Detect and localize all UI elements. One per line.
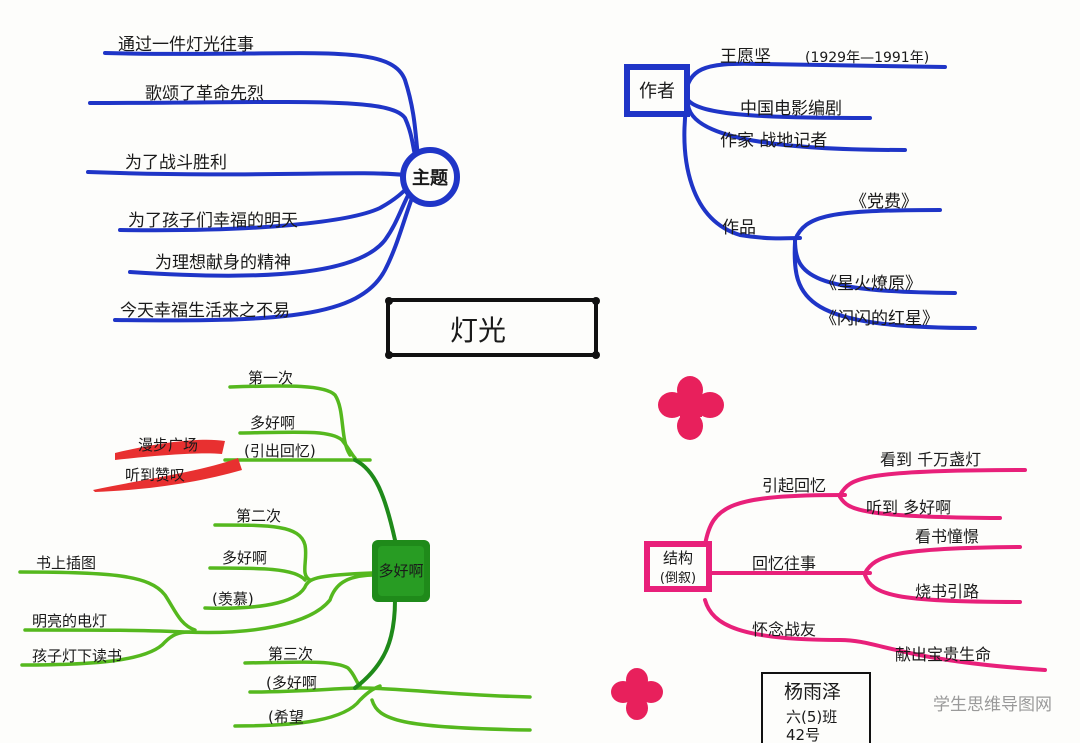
author-line-role-2	[686, 103, 907, 152]
author-line-works	[682, 106, 802, 241]
second-scene: 书上插图	[36, 554, 96, 572]
structure-node-sublabel: (倒叙)	[660, 571, 696, 586]
highlight-stroke-1	[115, 439, 225, 460]
second-item: 多好啊	[222, 549, 267, 567]
author-node-label: 作者	[639, 81, 675, 102]
theme-item: 为理想献身的精神	[155, 253, 291, 273]
theme-branch: 主题 通过一件灯光往事 歌颂了革命先烈 为了战斗胜利 为了孩子们幸福的明天 为理…	[86, 35, 460, 323]
center-title-text: 灯光	[450, 314, 506, 347]
center-title-box	[386, 298, 598, 357]
theme-node-circle	[400, 147, 460, 207]
author-role: 中国电影编剧	[740, 99, 842, 119]
author-branch: 作者 王愿坚 (1929年—1991年) 中国电影编剧 作家 战地记者 作品 《…	[624, 47, 977, 330]
duohaoa-node-label: 多好啊	[378, 562, 423, 580]
corner-dot	[385, 297, 393, 305]
structure-item: 烧书引路	[915, 582, 979, 601]
second-scene: 孩子灯下读书	[32, 647, 122, 665]
third-line-item-2	[233, 684, 382, 728]
first-item: 多好啊	[250, 414, 295, 432]
first-line-item-1	[238, 430, 357, 460]
third-label: 第三次	[268, 645, 313, 663]
trunk-upper	[353, 458, 397, 542]
first-label: 第一次	[248, 369, 293, 387]
first-scene: 听到赞叹	[125, 466, 185, 484]
structure-item: 看书憧憬	[915, 527, 979, 546]
structure-node-label: 结构	[663, 549, 693, 567]
third-line-label	[243, 660, 362, 688]
center-title: 灯光	[385, 297, 600, 359]
third-item: (希望	[268, 708, 304, 726]
structure-item: 献出宝贵生命	[895, 645, 991, 664]
work-title: 《党费》	[850, 192, 918, 212]
theme-line-4	[118, 183, 412, 233]
works-label: 作品	[722, 218, 756, 238]
structure-line-3	[703, 598, 1047, 672]
author-line-role-1	[686, 98, 872, 120]
author-role: 作家 战地记者	[720, 131, 827, 151]
structure-branch-label: 引起回忆	[762, 476, 826, 495]
work-title: 《星火燎原》	[820, 274, 922, 294]
scene-line-3	[20, 630, 192, 667]
author-years: (1929年—1991年)	[805, 50, 929, 66]
first-item: (引出回忆)	[244, 442, 316, 460]
structure-line-1	[703, 493, 847, 547]
second-line-label	[213, 523, 312, 582]
second-line-item-2	[203, 571, 374, 611]
third-item: (多好啊	[266, 674, 317, 692]
second-line-item-1	[208, 566, 307, 582]
signature-frame	[761, 672, 871, 743]
corner-dot	[592, 297, 600, 305]
signature-number: 42号	[786, 726, 820, 743]
first-line-label	[228, 384, 352, 457]
scene-line-2	[23, 573, 374, 635]
sub-line-1b	[838, 495, 1002, 520]
works-line-3	[792, 240, 977, 330]
second-label: 第二次	[236, 507, 281, 525]
sub-line-2b	[863, 573, 1022, 604]
flower-decoration-1	[658, 376, 724, 440]
structure-item: 看到 千万盏灯	[880, 450, 981, 469]
signature-box: 杨雨泽 六(5)班 42号	[761, 672, 871, 743]
duohaoa-branch: 多好啊 第一次 多好啊 (引出回忆) 漫步广场 听到赞叹 第二次 多好啊 (羡慕…	[18, 369, 532, 732]
sub-line-1a	[838, 468, 1027, 497]
first-scene: 漫步广场	[138, 436, 198, 454]
scene-line-1	[18, 570, 197, 632]
second-item: (羡慕)	[212, 590, 254, 608]
author-name: 王愿坚	[720, 47, 771, 67]
theme-item: 为了战斗胜利	[125, 153, 227, 173]
author-line-name	[683, 61, 947, 97]
corner-dot	[592, 351, 600, 359]
structure-branch-label: 怀念战友	[752, 620, 816, 639]
theme-line-2	[88, 99, 422, 170]
author-node-box	[624, 64, 690, 117]
corner-dot	[385, 351, 393, 359]
third-line-item-1	[248, 686, 532, 699]
trunk-lower	[353, 598, 397, 690]
work-title: 《闪闪的红星》	[820, 309, 939, 329]
theme-item: 今天幸福生活来之不易	[120, 301, 290, 321]
structure-branch: 结构 (倒叙) 引起回忆 看到 千万盏灯 听到 多好啊 回忆往事 看书憧憬 烧书…	[644, 450, 1047, 672]
theme-line-6	[113, 188, 417, 323]
structure-item: 听到 多好啊	[866, 498, 951, 517]
structure-node-box	[644, 541, 712, 592]
signature-class: 六(5)班	[786, 708, 837, 726]
theme-line-1	[103, 51, 422, 167]
signature-name: 杨雨泽	[784, 681, 841, 703]
theme-item: 歌颂了革命先烈	[145, 84, 264, 104]
highlight-stroke-2	[93, 458, 242, 492]
structure-branch-label: 回忆往事	[752, 554, 816, 573]
watermark-text: 学生思维导图网	[933, 695, 1052, 715]
theme-line-5	[128, 186, 414, 278]
theme-item: 为了孩子们幸福的明天	[128, 211, 298, 231]
theme-node-label: 主题	[412, 167, 449, 189]
theme-item: 通过一件灯光往事	[118, 35, 254, 55]
flower-decoration-2	[611, 668, 663, 720]
second-scene: 明亮的电灯	[32, 612, 107, 630]
theme-line-3	[86, 170, 407, 177]
duohaoa-node-inner	[378, 546, 424, 596]
works-line-1	[793, 208, 942, 242]
third-line-extra	[370, 698, 532, 732]
sub-line-2a	[863, 545, 1022, 575]
